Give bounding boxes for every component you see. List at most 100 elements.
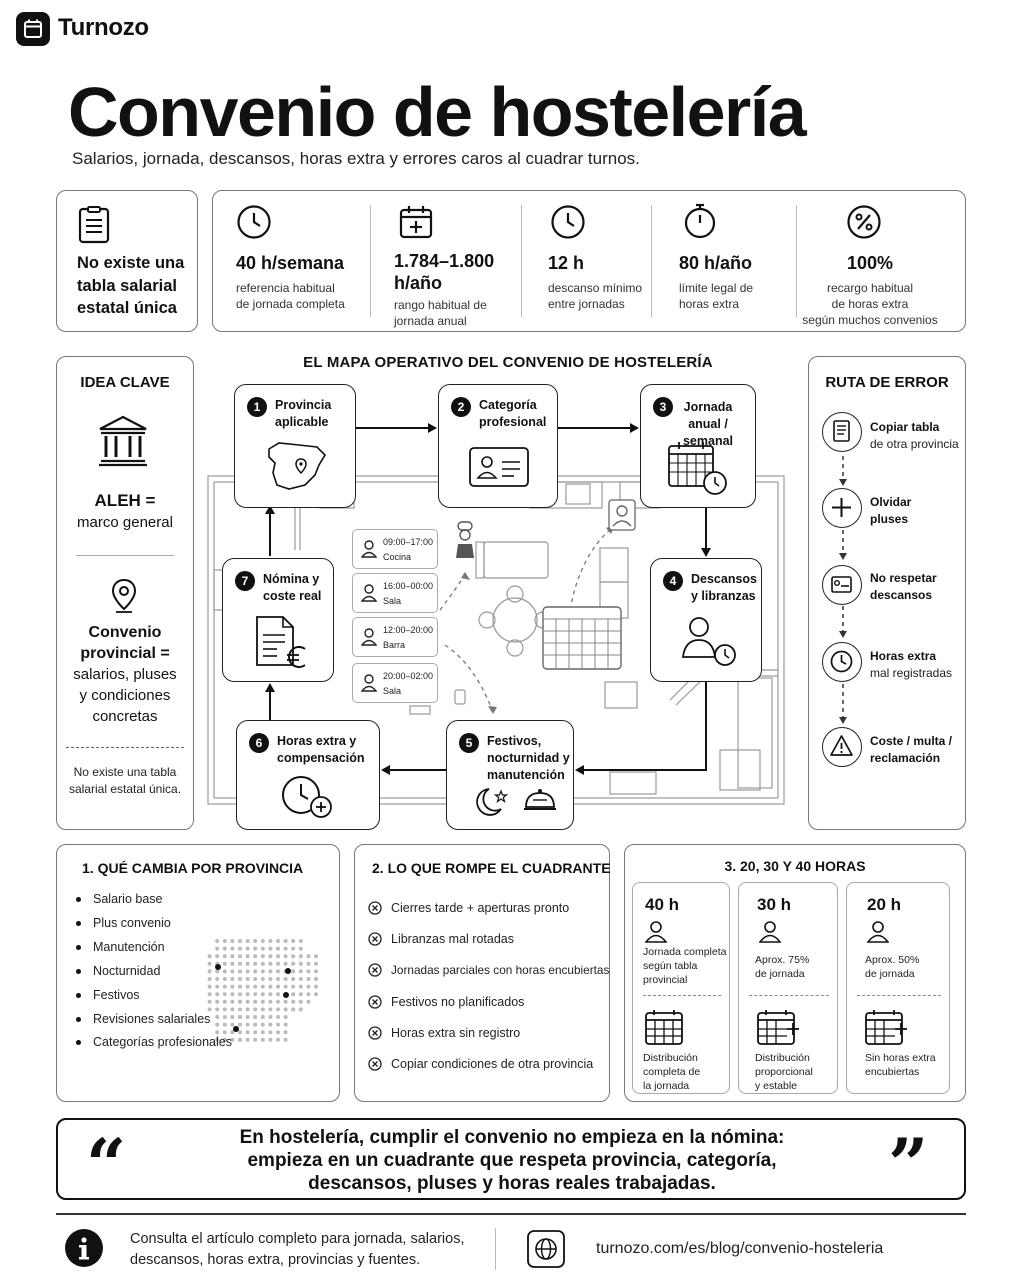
map-dot	[276, 999, 280, 1004]
x-circle-icon	[368, 1026, 382, 1040]
map-dot	[253, 977, 258, 981]
map-dot	[260, 1015, 265, 1019]
map-dot	[276, 977, 280, 981]
map-dot	[260, 992, 265, 997]
map-dot	[230, 1037, 235, 1042]
error-step: Coste / multa /reclamación	[870, 734, 953, 765]
map-dot	[253, 961, 258, 966]
map-dot	[268, 1007, 273, 1012]
map-dot	[253, 1030, 258, 1035]
shift-card: 16:00–00:00 Sala	[352, 573, 438, 613]
page-subtitle: Salarios, jornada, descansos, horas extr…	[72, 149, 640, 168]
map-dot	[268, 1030, 273, 1035]
map-dot	[230, 984, 235, 989]
map-dot	[306, 999, 311, 1004]
map-dot	[222, 969, 227, 974]
moon-star-icon	[471, 785, 511, 819]
map-dot	[283, 1007, 288, 1012]
map-dot	[253, 969, 258, 974]
map-dot	[314, 977, 318, 981]
map-dot	[283, 999, 288, 1004]
shift-card: 12:00–20:00 Barra	[352, 617, 438, 657]
map-dot	[260, 1022, 265, 1027]
map-dot	[253, 954, 258, 959]
map-dot	[268, 961, 273, 966]
map-dot	[222, 984, 227, 989]
institution-icon	[96, 414, 150, 468]
map-dot	[245, 1030, 250, 1035]
map-dot	[222, 992, 227, 997]
map-dot	[215, 1030, 220, 1035]
map-dot	[230, 1022, 235, 1027]
map-dot	[230, 1007, 235, 1012]
map-dot	[238, 984, 242, 989]
map-dot	[207, 992, 212, 997]
map-dot	[298, 961, 303, 966]
chef-icon	[454, 520, 476, 560]
map-dot	[215, 977, 220, 981]
idea-convenio: Convenio provincial = salarios, pluses y…	[73, 624, 177, 725]
person-icon	[361, 628, 377, 646]
info-icon	[64, 1228, 104, 1268]
plus-icon	[822, 488, 862, 528]
map-dot	[238, 969, 242, 974]
map-dot	[230, 999, 235, 1004]
person-clock-icon	[681, 615, 741, 667]
map-dot	[268, 1022, 273, 1027]
list-item: Manutención	[93, 940, 165, 954]
list-item: Horas extra sin registro	[391, 1026, 521, 1040]
map-dot	[230, 992, 235, 997]
map-dot	[207, 961, 212, 966]
map-dot	[283, 984, 288, 989]
map-dot	[230, 961, 235, 966]
percent-icon	[846, 204, 882, 240]
map-dot	[245, 999, 250, 1004]
checklist-icon	[78, 206, 112, 244]
map-dot	[268, 992, 273, 997]
map-dot	[260, 946, 265, 951]
map-dot	[283, 939, 288, 943]
map-dot	[306, 961, 311, 966]
map-dot	[230, 946, 235, 951]
x-circle-icon	[368, 963, 382, 977]
map-dot	[298, 954, 303, 959]
list-item: Jornadas parciales con horas encubiertas	[391, 963, 610, 977]
map-dot	[238, 1007, 242, 1012]
person-icon	[361, 584, 377, 602]
map-dot	[238, 1015, 242, 1019]
map-dot	[260, 961, 265, 966]
map-dot	[276, 992, 280, 997]
map-dot	[283, 961, 288, 966]
food-tray-icon	[523, 787, 557, 815]
map-dot	[276, 1022, 280, 1027]
map-dot	[283, 1015, 288, 1019]
map-dot	[222, 1015, 227, 1019]
person-icon	[867, 921, 889, 943]
map-dot	[298, 984, 303, 989]
list-item: Festivos no planificados	[391, 995, 525, 1009]
map-dot	[291, 999, 296, 1004]
section1-title: 1. QUÉ CAMBIA POR PROVINCIA	[82, 860, 304, 876]
map-dot	[238, 977, 242, 981]
map-dot	[253, 984, 258, 989]
map-dot	[276, 969, 280, 974]
map-dot	[222, 977, 227, 981]
map-dot	[222, 961, 227, 966]
list-item: Cierres tarde + aperturas pronto	[391, 901, 570, 915]
x-circle-icon	[368, 901, 382, 915]
section3-title: 3. 20, 30 Y 40 HORAS	[724, 858, 866, 874]
map-dot	[230, 954, 235, 959]
document-icon	[822, 412, 862, 452]
map-dot	[245, 961, 250, 966]
x-circle-icon	[368, 932, 382, 946]
map-dot	[230, 939, 235, 943]
shift-card: 09:00–17:00 Cocina	[352, 529, 438, 569]
map-dot	[215, 939, 220, 943]
map-dot	[276, 954, 280, 959]
map-dot	[215, 999, 220, 1004]
article-link[interactable]: turnozo.com/es/blog/convenio-hosteleria	[596, 1240, 884, 1257]
map-dot	[268, 1037, 273, 1042]
map-dot	[207, 969, 212, 974]
